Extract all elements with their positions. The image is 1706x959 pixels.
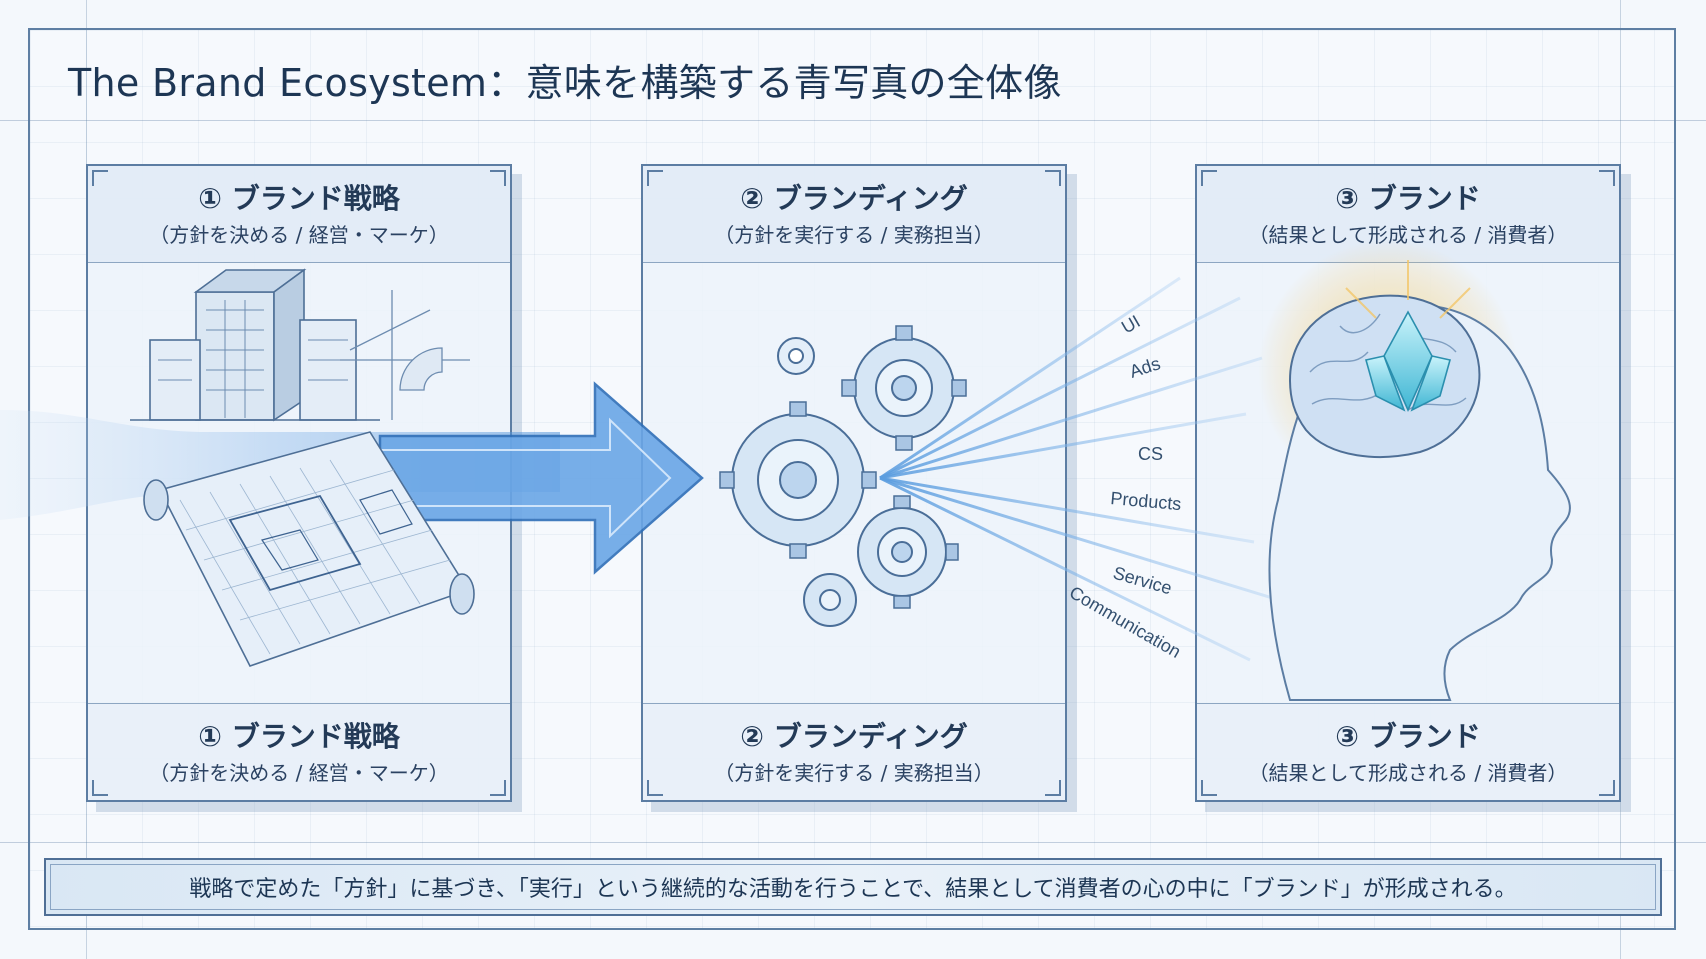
guide-line [0,120,1706,121]
corner-mark [1201,170,1217,186]
panel-brand: ③ ブランド （結果として形成される / 消費者） ③ ブランド （結果として形… [1195,164,1621,802]
corner-mark [1045,170,1061,186]
corner-mark [1599,780,1615,796]
corner-mark [647,780,663,796]
summary-text: 戦略で定めた「方針」に基づき、「実行」という継続的な活動を行うことで、結果として… [189,877,1517,902]
panel-title: ② ブランディング [740,182,968,215]
summary-bar: 戦略で定めた「方針」に基づき、「実行」という継続的な活動を行うことで、結果として… [44,858,1662,916]
panel-header: ③ ブランド （結果として形成される / 消費者） [1197,166,1619,263]
panel-footer-title: ① ブランド戦略 [198,720,400,753]
panel-footer-subtitle: （方針を実行する / 実務担当） [714,761,994,785]
panel-title: ③ ブランド [1335,182,1481,215]
corner-mark [490,780,506,796]
panel-branding: ② ブランディング （方針を実行する / 実務担当） ② ブランディング （方針… [641,164,1067,802]
corner-mark [490,170,506,186]
panel-footer-title: ② ブランディング [740,720,968,753]
panel-footer-subtitle: （方針を決める / 経営・マーケ） [149,761,449,785]
corner-mark [647,170,663,186]
panel-footer: ② ブランディング （方針を実行する / 実務担当） [643,703,1065,800]
panel-footer: ① ブランド戦略 （方針を決める / 経営・マーケ） [88,703,510,800]
panel-header: ② ブランディング （方針を実行する / 実務担当） [643,166,1065,263]
corner-mark [1045,780,1061,796]
corner-mark [1599,170,1615,186]
panel-title: ① ブランド戦略 [198,182,400,215]
page-title: The Brand Ecosystem：意味を構築する青写真の全体像 [68,61,1062,105]
panel-subtitle: （方針を実行する / 実務担当） [714,223,994,247]
panel-subtitle: （結果として形成される / 消費者） [1248,223,1568,247]
panel-subtitle: （方針を決める / 経営・マーケ） [149,223,449,247]
corner-mark [1201,780,1217,796]
panel-footer-title: ③ ブランド [1335,720,1481,753]
panel-header: ① ブランド戦略 （方針を決める / 経営・マーケ） [88,166,510,263]
panel-strategy: ① ブランド戦略 （方針を決める / 経営・マーケ） ① ブランド戦略 （方針を… [86,164,512,802]
panel-footer: ③ ブランド （結果として形成される / 消費者） [1197,703,1619,800]
corner-mark [92,780,108,796]
panel-footer-subtitle: （結果として形成される / 消費者） [1248,761,1568,785]
guide-line [0,842,1706,843]
corner-mark [92,170,108,186]
